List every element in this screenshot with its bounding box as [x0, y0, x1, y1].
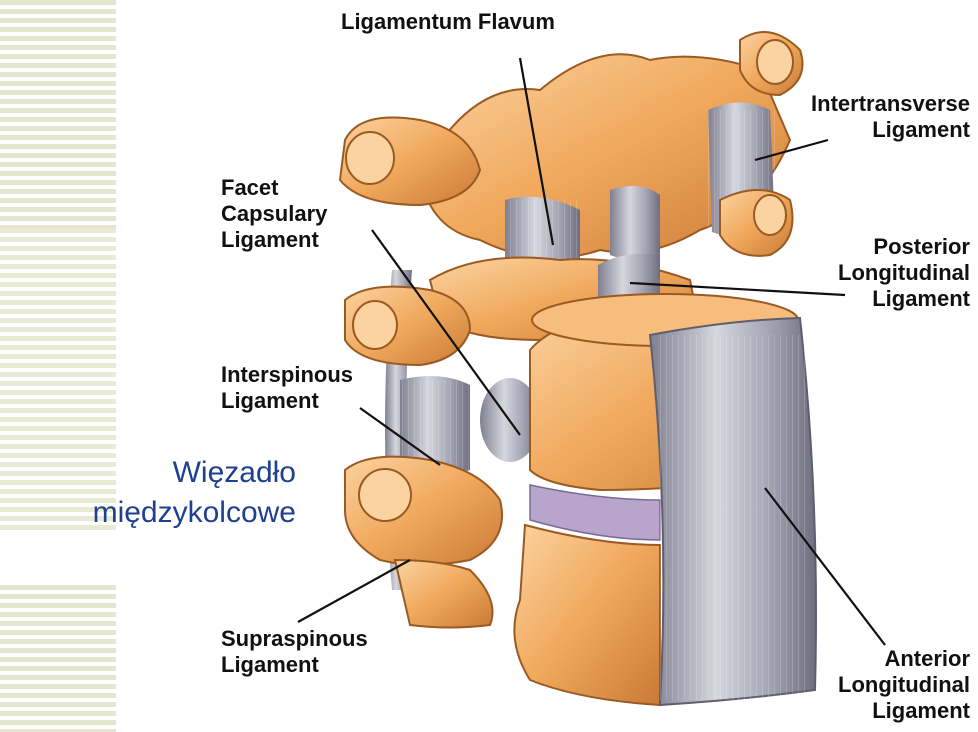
label-intertransverse-ligament: Intertransverse Ligament	[758, 91, 970, 143]
label-ligamentum-flavum: Ligamentum Flavum	[341, 9, 555, 35]
label-facet-capsulary-ligament: Facet Capsulary Ligament	[221, 175, 327, 253]
label-supraspinous-ligament: Supraspinous Ligament	[221, 626, 368, 678]
label-interspinous-ligament: Interspinous Ligament	[221, 362, 353, 414]
label-posterior-longitudinal-ligament: Posterior Longitudinal Ligament	[760, 234, 970, 312]
label-anterior-longitudinal-ligament: Anterior Longitudinal Ligament	[760, 646, 970, 724]
leader-supraspinous	[298, 560, 410, 622]
caption-polish-interspinous: Więzadło międzykolcowe	[0, 453, 296, 533]
vertebral-body-lower	[514, 525, 660, 705]
